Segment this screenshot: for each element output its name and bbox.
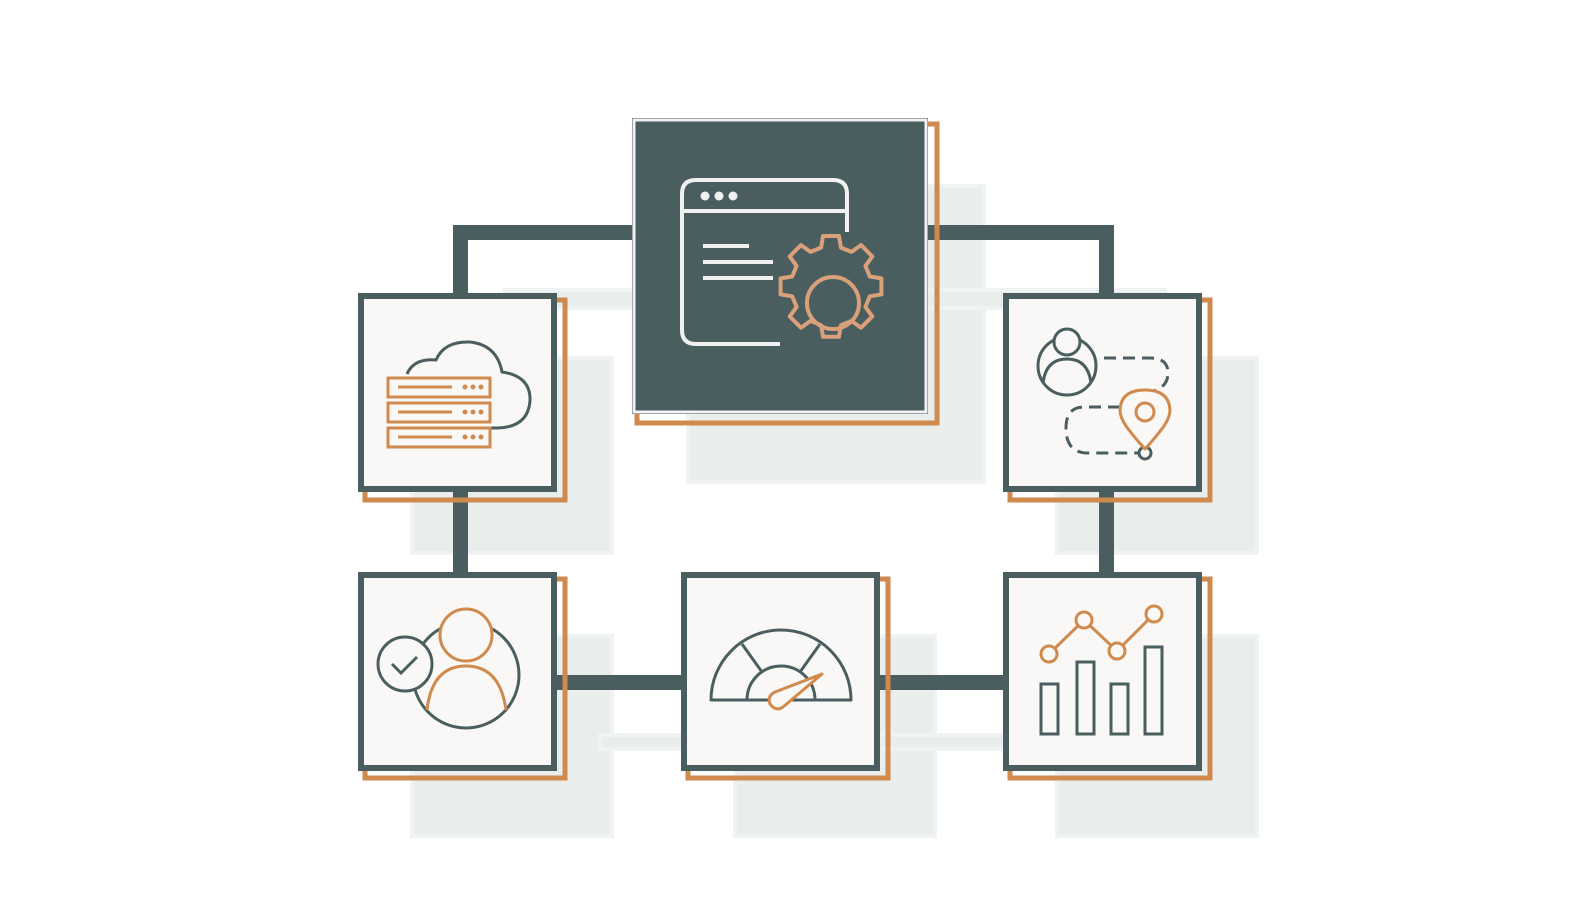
node-user-journey xyxy=(1003,293,1213,503)
node-verified-user xyxy=(358,572,568,781)
connector-right-vertical xyxy=(1099,488,1114,575)
cloud-server-icon xyxy=(386,340,532,449)
connector-top-right xyxy=(928,225,1114,240)
user-journey-icon xyxy=(1036,327,1172,461)
node-performance xyxy=(681,572,891,781)
connector-top-left xyxy=(453,225,635,240)
connector-top-left-down xyxy=(453,225,468,297)
node-analytics xyxy=(1003,572,1213,781)
connectors xyxy=(453,225,1114,690)
check-icon xyxy=(390,655,419,676)
speedometer-needle xyxy=(767,672,824,711)
analytics-chart-icon xyxy=(1039,604,1164,736)
speedometer-icon xyxy=(709,628,853,711)
node-cloud-server xyxy=(358,293,568,503)
center-node xyxy=(632,118,940,426)
connector-top-right-down xyxy=(1099,225,1114,297)
connector-bottom-right xyxy=(878,675,1008,690)
app-settings-icon xyxy=(680,178,884,346)
verified-user-icon xyxy=(376,607,521,730)
connector-left-vertical xyxy=(453,488,468,575)
connector-bottom-left xyxy=(555,675,685,690)
